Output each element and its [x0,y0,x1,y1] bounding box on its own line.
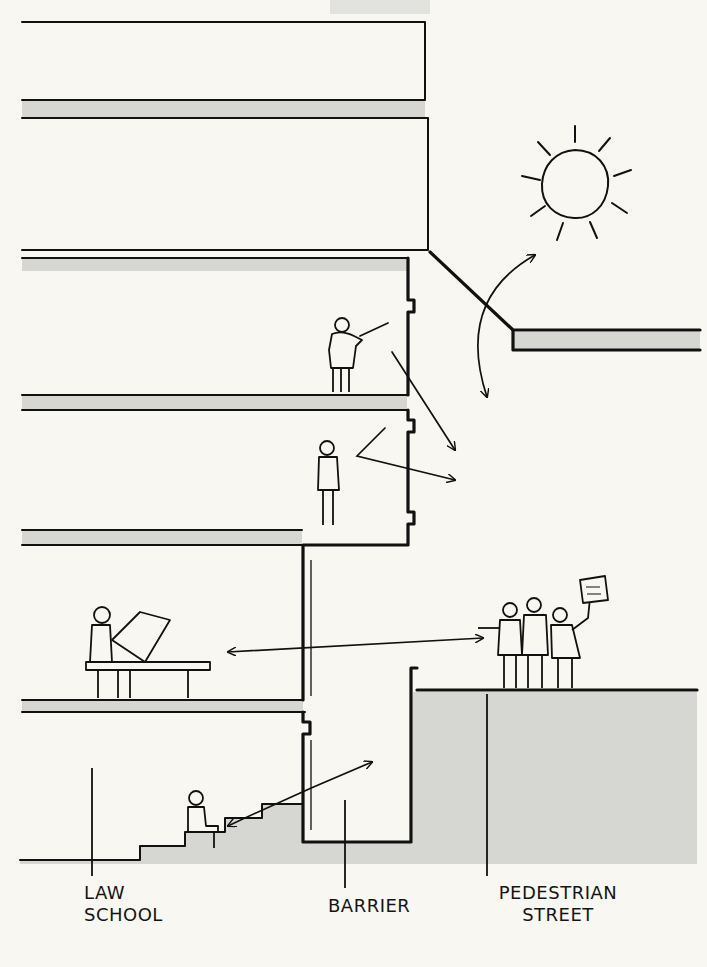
view-arrow [228,638,483,652]
view-arrow [228,762,372,826]
slab-line [22,700,305,712]
glass-wall [408,258,414,395]
stairs [20,804,303,860]
person-legs [323,490,333,525]
table [86,662,210,670]
leader-line [91,768,93,876]
sun [522,126,631,240]
standing-person [318,441,339,525]
slab-shade [22,258,407,271]
slab-line [22,395,407,410]
part-label: LAW SCHOOL [84,882,184,926]
slab-shade [22,100,425,118]
seated-person [188,791,218,848]
sight-arrows [228,255,535,826]
part-label: BARRIER [328,895,410,917]
street-group [478,576,608,688]
person-head [335,318,349,332]
street-ground [417,688,697,691]
sign-marks [586,587,601,594]
building-section [20,22,428,860]
glazing [310,560,311,830]
table-legs [98,670,188,698]
view-arrow [357,428,455,480]
gesture-line [360,323,388,336]
sun-arrow [478,255,535,397]
people [86,318,608,848]
person-body [90,625,112,662]
person-legs [213,832,215,848]
person-legs [504,655,516,688]
person-arm [478,627,500,629]
leader-line [486,694,488,876]
person-legs [333,368,349,392]
person-head [320,441,334,455]
person-head [527,598,541,612]
person-body [188,807,218,832]
slab-shade [22,395,407,410]
ground-shade [20,692,697,864]
slab-line [22,257,407,259]
upper-floor [22,118,428,250]
reading-person [86,607,210,698]
standing-person [329,318,362,392]
slab-shade [22,530,302,545]
facade [303,252,700,842]
roof-edge [513,330,700,350]
book [112,612,170,662]
shading [20,0,700,864]
person-body [318,457,339,490]
person-body [522,615,548,655]
part-label: PEDESTRIAN STREET [478,882,638,926]
overhang [430,252,700,330]
sign [580,576,608,603]
person-body [329,332,362,368]
slab-shade [22,700,303,712]
person-body [498,620,522,655]
roof-shade [513,332,700,350]
view-arrow [392,352,455,450]
sun-disc [542,150,608,218]
person-head [189,791,203,805]
person-head [553,608,567,622]
leader-line [344,800,346,888]
person-legs [528,655,542,688]
barrier-wall [303,668,417,842]
sky-shade [330,0,430,14]
person-legs [558,658,572,688]
person-body [551,625,580,658]
leader-lines [92,694,487,888]
person-head [503,603,517,617]
upper-floor [22,22,425,100]
person-head [94,607,110,623]
sun-rays [522,126,631,240]
slab-line [22,530,302,545]
